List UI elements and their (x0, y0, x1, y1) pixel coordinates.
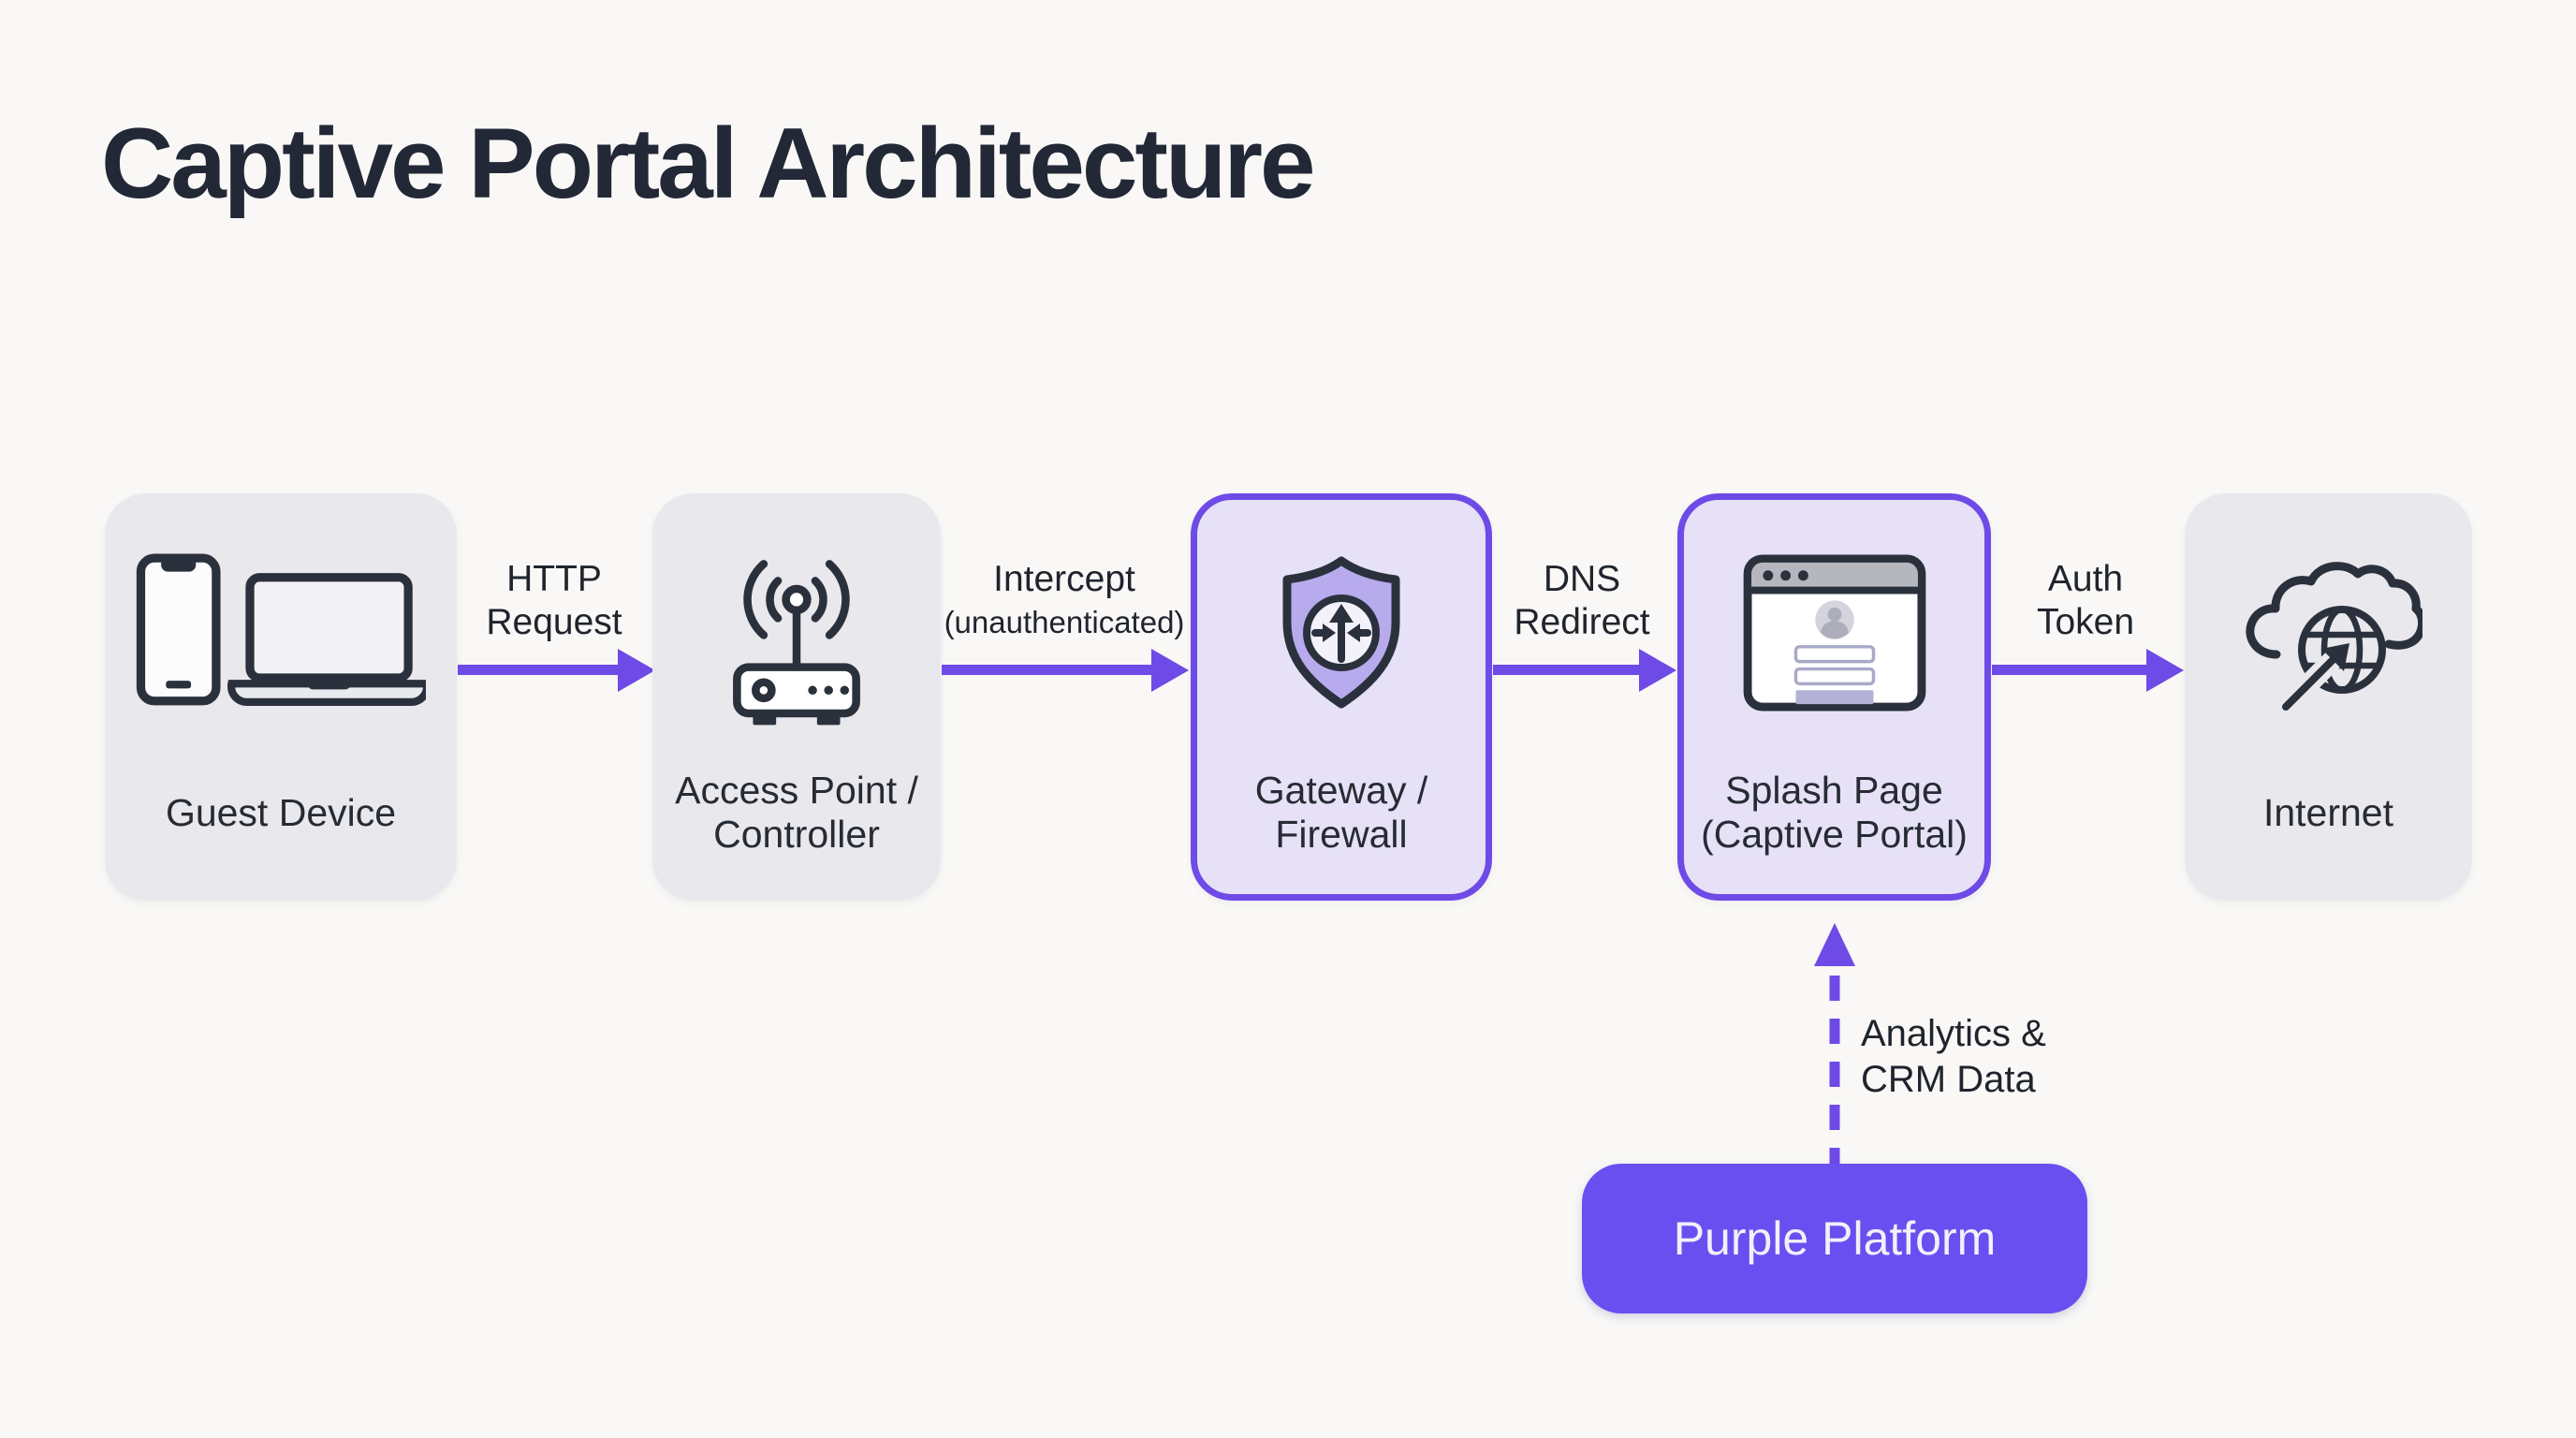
flow-label-auth-token: Auth Token (2037, 558, 2134, 644)
node-label-line: Gateway / (1254, 769, 1428, 812)
node-label-line: Splash Page (1725, 769, 1943, 812)
node-label-line: Firewall (1275, 813, 1408, 856)
node-label-gateway-firewall: Gateway /Firewall (1197, 760, 1486, 865)
node-label-splash-page: Splash Page(Captive Portal) (1684, 760, 1984, 865)
arrow-intercept (942, 649, 1189, 692)
node-purple-platform: Purple Platform (1582, 1164, 2087, 1313)
page-title: Captive Portal Architecture (101, 107, 1316, 219)
flow-label-line: Redirect (1514, 602, 1650, 642)
node-label-guest-device: Guest Device (105, 760, 457, 865)
flow-label-intercept: Intercept (unauthenticated) (944, 558, 1185, 644)
node-label-line: Access Point / (675, 769, 918, 812)
node-label-line: Controller (713, 813, 880, 856)
cloud-globe-arrow-icon (2185, 553, 2472, 714)
node-label-internet: Internet (2185, 760, 2472, 865)
wifi-router-icon (652, 553, 941, 731)
platform-label: Purple Platform (1673, 1212, 1997, 1265)
node-guest-device: Guest Device (105, 493, 457, 901)
flow-label-line: Analytics & (1861, 1013, 2046, 1054)
arrow-http-request (458, 649, 655, 692)
flow-label-line: Intercept (993, 559, 1135, 599)
flow-label-line: (unauthenticated) (944, 605, 1185, 639)
flow-label-line: CRM Data (1861, 1059, 2036, 1100)
flow-label-line: DNS (1543, 559, 1621, 599)
flow-label-line: HTTP (506, 559, 602, 599)
node-access-point: Access Point /Controller (652, 493, 941, 901)
dashed-arrow-analytics (1814, 923, 1855, 1166)
node-splash-page: Splash Page(Captive Portal) (1677, 493, 1991, 901)
shield-traffic-icon (1197, 553, 1486, 712)
flow-label-http-request: HTTP Request (486, 558, 622, 644)
node-gateway-firewall: Gateway /Firewall (1191, 493, 1492, 901)
node-label-access-point: Access Point /Controller (652, 760, 941, 865)
node-label-line: (Captive Portal) (1701, 813, 1968, 856)
browser-login-icon (1684, 553, 1984, 712)
arrow-auth-token (1992, 649, 2184, 692)
node-label-line: Guest Device (165, 790, 397, 834)
node-label-line: Internet (2262, 790, 2394, 834)
flow-label-analytics-crm: Analytics & CRM Data (1861, 1011, 2046, 1103)
smartphone-laptop-icon (105, 553, 457, 708)
flow-label-line: Auth (2047, 559, 2124, 599)
flow-label-line: Request (486, 602, 622, 642)
flow-label-line: Token (2036, 602, 2135, 642)
flow-label-dns-redirect: DNS Redirect (1514, 558, 1649, 644)
node-internet: Internet (2185, 493, 2472, 901)
arrow-dns-redirect (1493, 649, 1676, 692)
